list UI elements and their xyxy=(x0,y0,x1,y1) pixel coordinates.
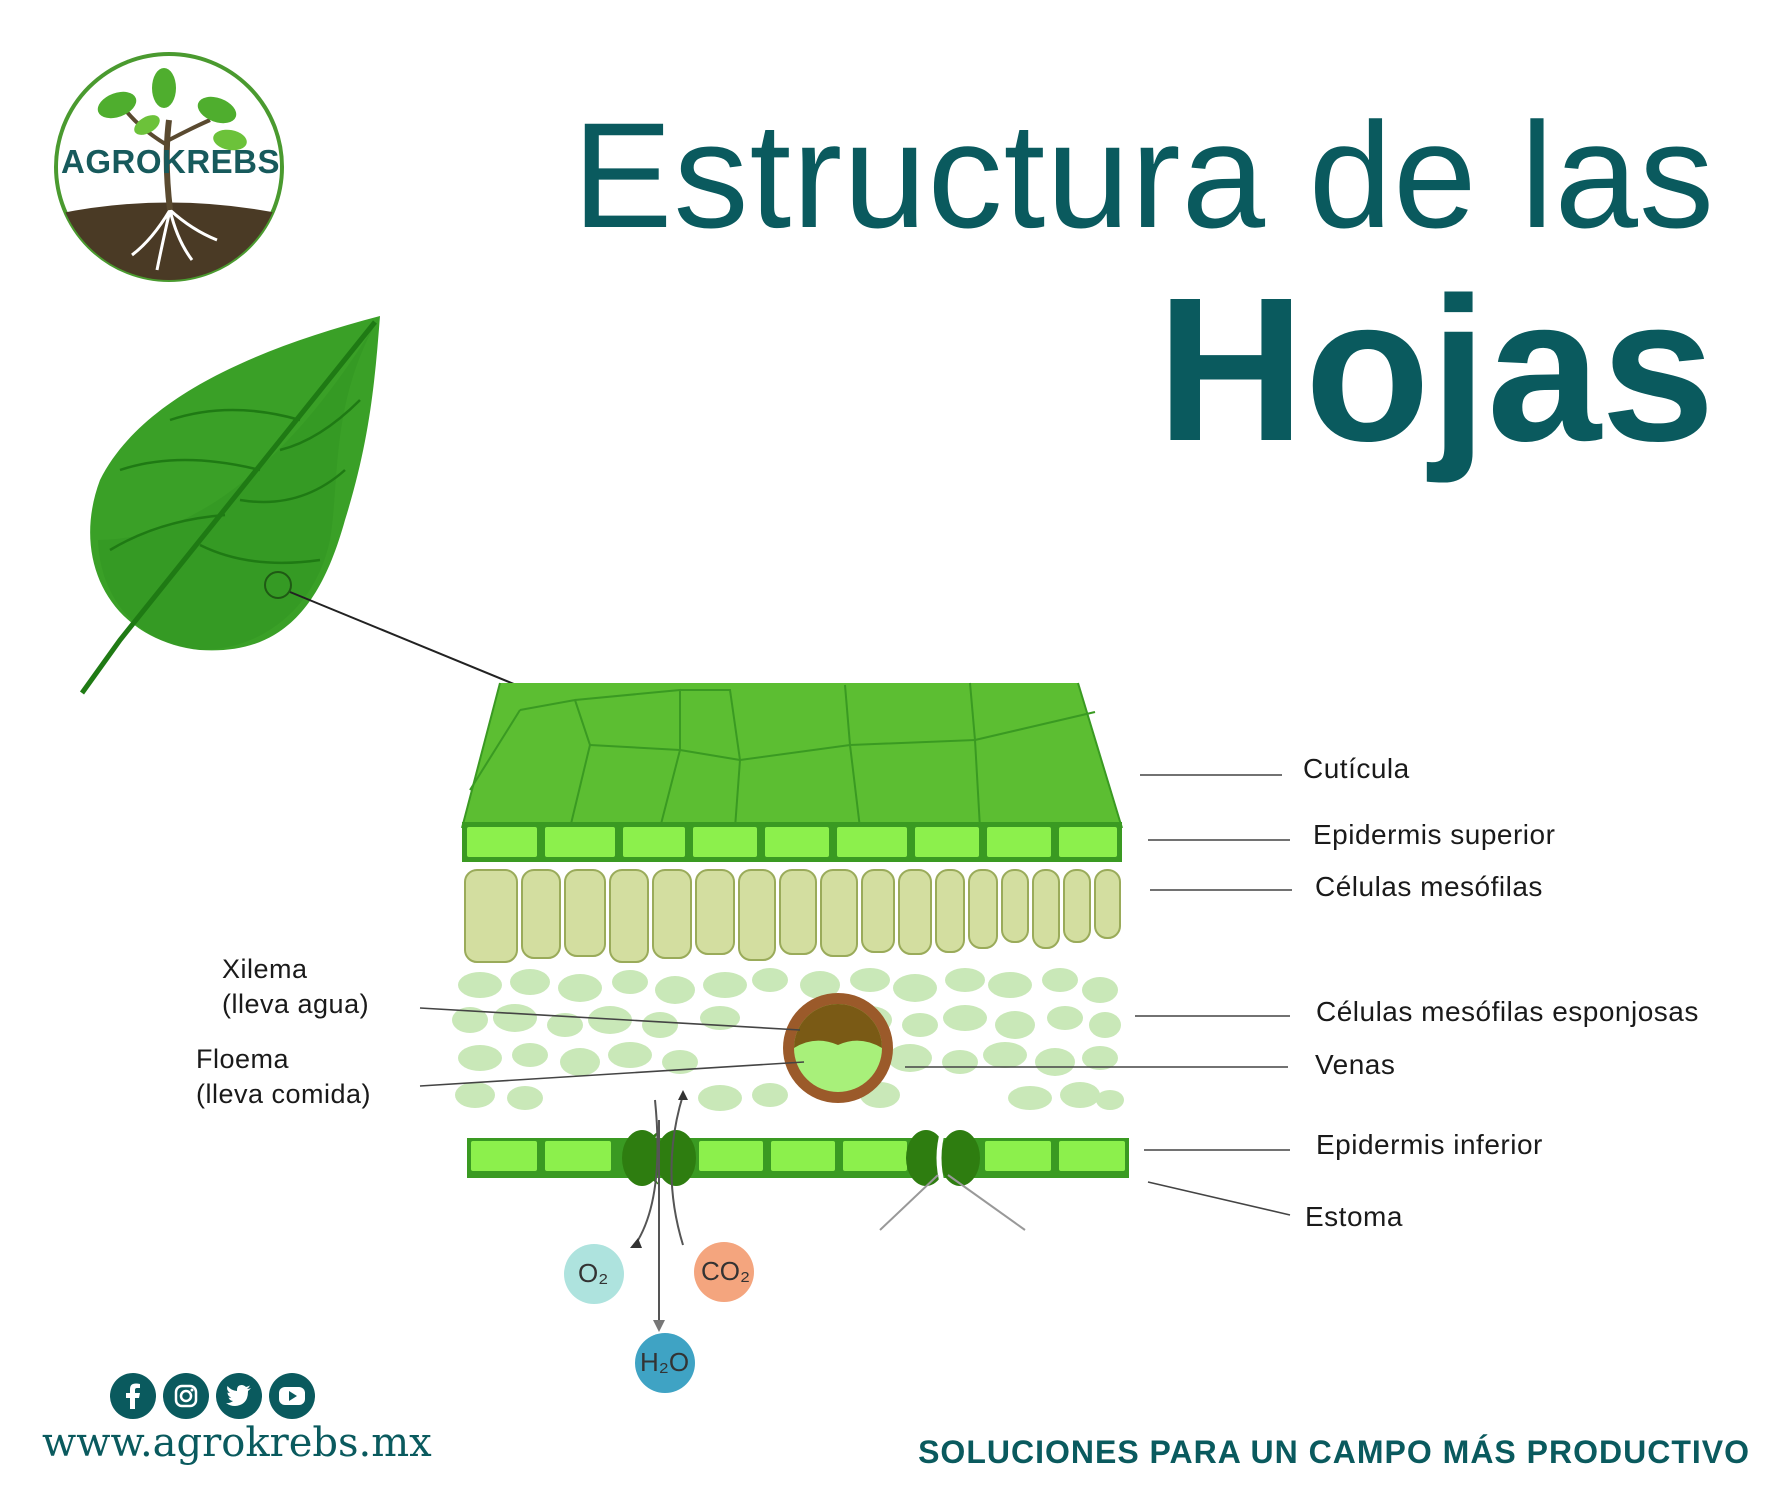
label-epidermis-superior: Epidermis superior xyxy=(1313,819,1556,850)
website-link[interactable]: www.agrokrebs.mx xyxy=(42,1420,432,1466)
label-venas: Venas xyxy=(1315,1049,1396,1080)
spongy-cells xyxy=(452,968,1124,1111)
label-floema: Floema (lleva comida) xyxy=(196,1042,371,1112)
agrokrebs-logo xyxy=(54,52,284,282)
leaf-illustration xyxy=(79,316,380,695)
page-title-line2: Hojas xyxy=(1156,255,1715,484)
instagram-icon[interactable] xyxy=(163,1373,209,1419)
vein xyxy=(783,993,893,1103)
o2-label: O₂ xyxy=(578,1258,609,1288)
youtube-icon[interactable] xyxy=(269,1373,315,1419)
label-cuticula: Cutícula xyxy=(1303,753,1410,784)
label-xilema-name: Xilema xyxy=(222,954,308,984)
label-celulas-esponjosas: Células mesófilas esponjosas xyxy=(1316,996,1699,1027)
label-xilema-desc: (lleva agua) xyxy=(222,989,370,1019)
label-epidermis-inferior: Epidermis inferior xyxy=(1316,1129,1543,1160)
label-celulas-mesofilas: Células mesófilas xyxy=(1315,871,1543,902)
label-estoma: Estoma xyxy=(1305,1201,1403,1232)
label-floema-name: Floema xyxy=(196,1044,290,1074)
label-floema-desc: (lleva comida) xyxy=(196,1079,372,1109)
page-title-line1: Estructura de las xyxy=(572,91,1715,259)
logo-text: AGROKREBS xyxy=(60,143,281,180)
facebook-icon[interactable] xyxy=(110,1373,156,1419)
h2o-label: H₂O xyxy=(640,1347,690,1377)
co2-label: CO₂ xyxy=(701,1256,751,1286)
twitter-icon[interactable] xyxy=(216,1373,262,1419)
label-xilema: Xilema (lleva agua) xyxy=(222,952,369,1022)
slogan: SOLUCIONES PARA UN CAMPO MÁS PRODUCTIVO xyxy=(918,1434,1750,1470)
